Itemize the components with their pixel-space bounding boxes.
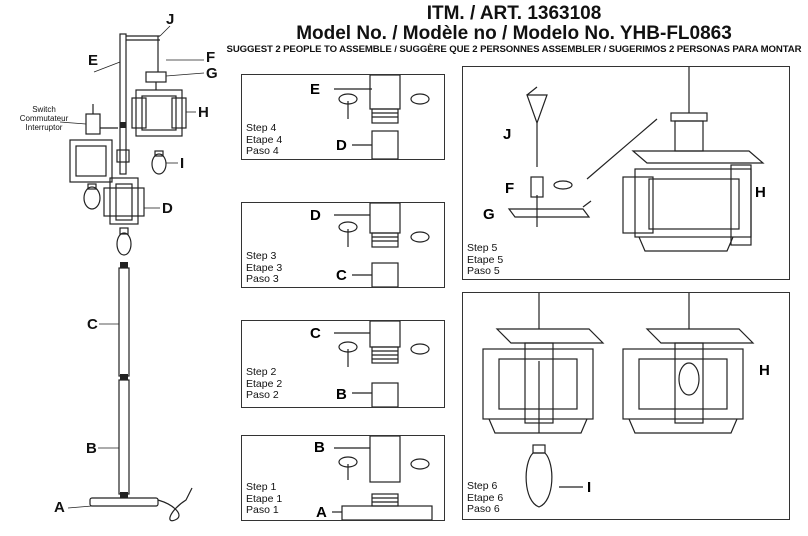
step-4-fr: Etape 4 — [246, 133, 283, 146]
step-5-fr: Etape 5 — [467, 253, 504, 266]
step-2-top-label: C — [310, 325, 321, 342]
step-1-bottom-label: A — [316, 504, 327, 520]
step-5-diagram: J F G H — [483, 67, 766, 252]
step-4-diagram: E D — [310, 75, 430, 159]
step-4-panel: E D Step 4 Etape 4 Paso 4 — [241, 74, 445, 160]
part-label-c: C — [87, 316, 98, 333]
step-6-panel: I H Step 6 Etape 6 Paso 6 — [462, 292, 790, 520]
step-2-diagram: C B — [310, 321, 430, 407]
commutateur-label: Commutateur — [20, 114, 69, 123]
step-5-en: Step 5 — [467, 242, 498, 254]
part-label-b: B — [86, 440, 97, 457]
interruptor-label: Interruptor — [26, 123, 63, 132]
step-5-label-g: G — [483, 206, 495, 223]
part-label-d: D — [162, 200, 173, 217]
step-3-top-label: D — [310, 207, 321, 224]
step-1-panel: B A Step 1 Etape 1 Paso 1 — [241, 435, 445, 521]
step-2-es: Paso 2 — [246, 389, 279, 401]
step-3-es: Paso 3 — [246, 273, 279, 285]
lamp-overview-diagram: Switch Commutateur Interruptor A B C D E… — [20, 11, 218, 522]
step-2-en: Step 2 — [246, 366, 277, 378]
step-2-fr: Etape 2 — [246, 377, 283, 390]
step-3-bottom-label: C — [336, 267, 347, 284]
step-6-fr: Etape 6 — [467, 491, 504, 504]
step-5-panel: J F G H Step 5 Etape 5 Paso 5 — [462, 66, 790, 280]
step-6-es: Paso 6 — [467, 503, 500, 515]
part-label-h: H — [198, 104, 209, 121]
document-header: ITM. / ART. 1363108 Model No. / Modèle n… — [220, 4, 808, 56]
step-5-label-j: J — [503, 126, 511, 143]
step-1-top-label: B — [314, 439, 325, 456]
step-5-label-h: H — [755, 184, 766, 201]
step-4-en: Step 4 — [246, 122, 277, 134]
model-number: Model No. / Modèle no / Modelo No. YHB-F… — [296, 23, 732, 44]
step-1-es: Paso 1 — [246, 504, 279, 516]
part-label-g: G — [206, 65, 218, 82]
step-2-bottom-label: B — [336, 386, 347, 403]
part-label-i: I — [180, 155, 184, 172]
step-4-bottom-label: D — [336, 137, 347, 154]
step-6-label-h: H — [759, 362, 770, 379]
step-6-diagram: I H — [482, 293, 770, 508]
part-label-j: J — [166, 11, 174, 28]
step-6-en: Step 6 — [467, 480, 498, 492]
part-label-e: E — [88, 52, 98, 69]
step-3-en: Step 3 — [246, 250, 277, 262]
step-5-label-f: F — [505, 180, 514, 197]
step-4-top-label: E — [310, 81, 320, 98]
step-2-panel: C B Step 2 Etape 2 Paso 2 — [241, 320, 445, 408]
part-label-a: A — [54, 499, 65, 516]
part-label-f: F — [206, 49, 215, 66]
step-1-fr: Etape 1 — [246, 492, 283, 505]
step-3-fr: Etape 3 — [246, 261, 283, 274]
item-number: ITM. / ART. 1363108 — [426, 3, 602, 24]
step-1-en: Step 1 — [246, 481, 277, 493]
step-3-diagram: D C — [310, 203, 430, 287]
step-4-es: Paso 4 — [246, 145, 279, 157]
step-6-label-i: I — [587, 479, 591, 496]
assembly-suggestion: SUGGEST 2 PEOPLE TO ASSEMBLE / SUGGÈRE Q… — [226, 44, 802, 55]
step-5-es: Paso 5 — [467, 265, 500, 277]
switch-label: Switch — [32, 105, 56, 114]
step-3-panel: D C Step 3 Etape 3 Paso 3 — [241, 202, 445, 288]
step-1-diagram: B A — [314, 436, 433, 520]
